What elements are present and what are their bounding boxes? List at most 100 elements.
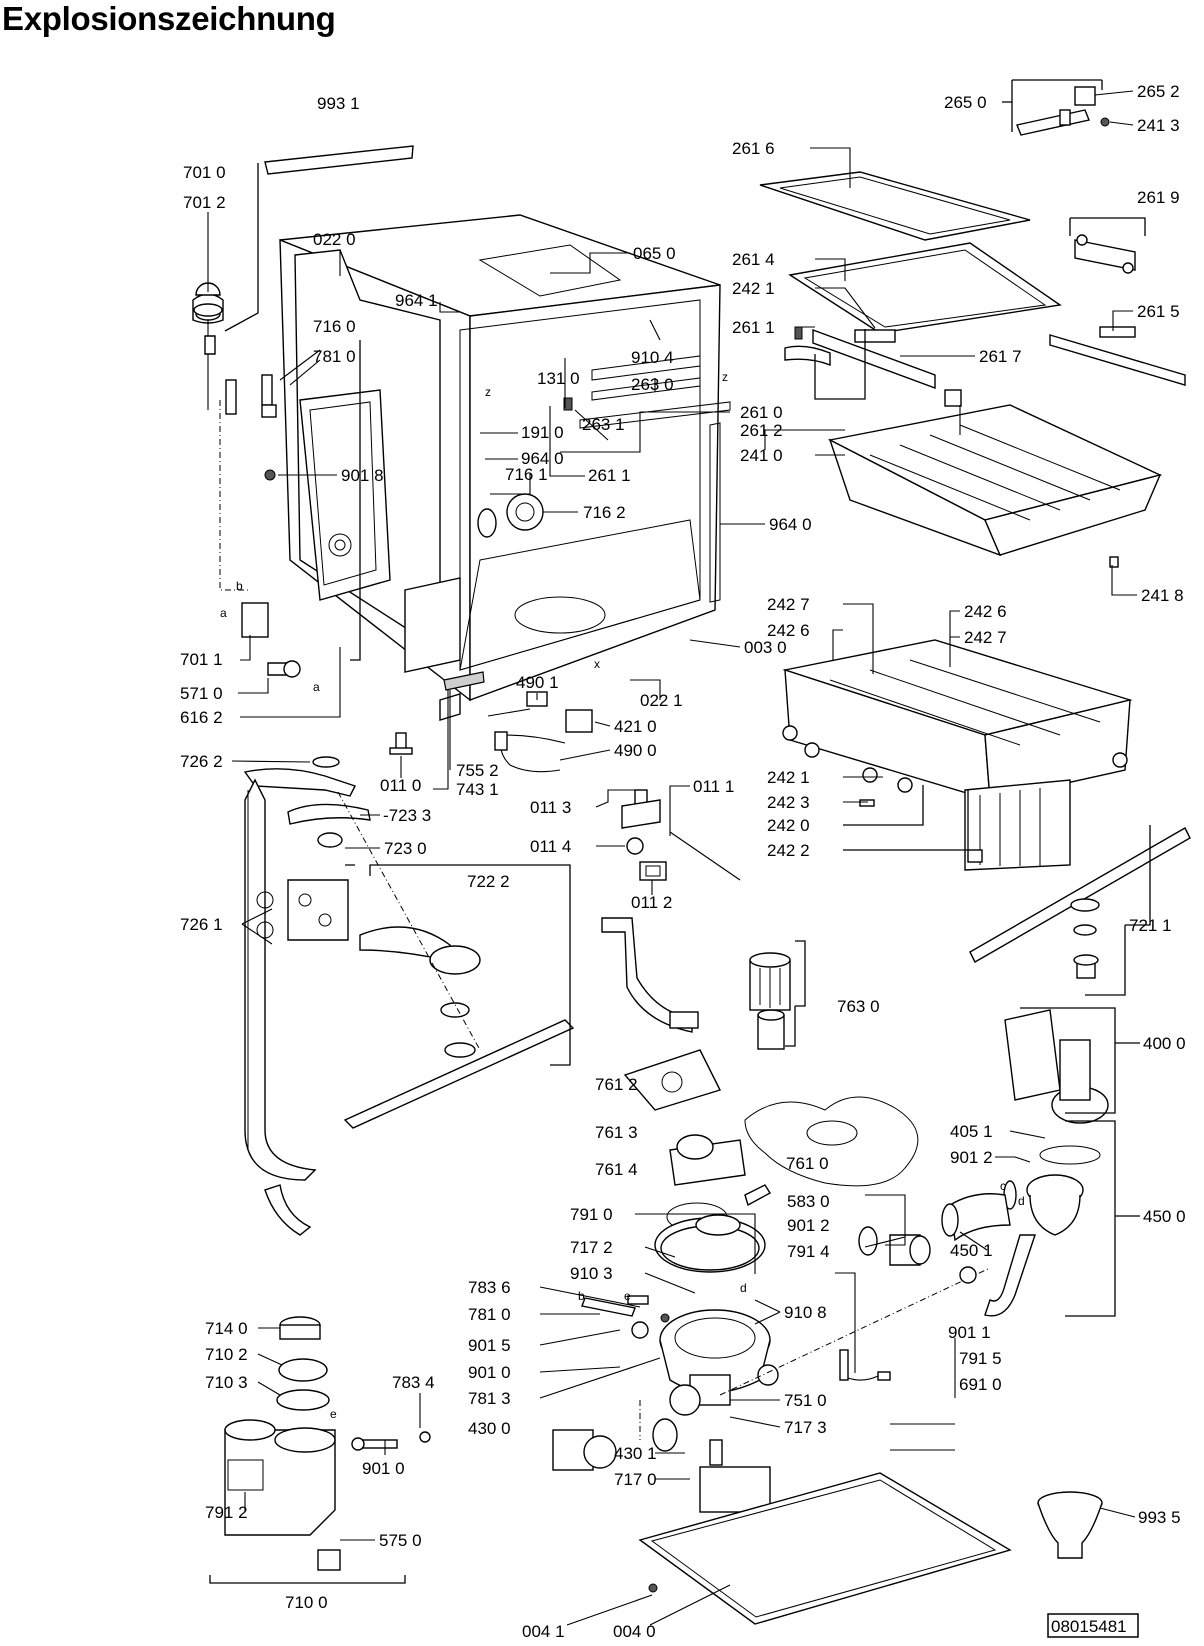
label-405-1: 405 1 — [950, 1122, 993, 1141]
label-261-0: 261 0 — [740, 403, 783, 422]
marker-e-2: e — [330, 1407, 337, 1421]
label-993-1: 993 1 — [317, 94, 360, 113]
marker-b-1: b — [236, 579, 243, 593]
marker-e-1: e — [624, 1289, 631, 1303]
page-title: Explosionszeichnung — [2, 0, 336, 37]
label-791-2: 791 2 — [205, 1503, 248, 1522]
label-723-0: 723 0 — [384, 839, 427, 858]
label-616-2: 616 2 — [180, 708, 223, 727]
label-490-0: 490 0 — [614, 741, 657, 760]
label-722-2: 722 2 — [467, 872, 510, 891]
label-755-2: 755 2 — [456, 761, 499, 780]
label-791-5: 791 5 — [959, 1349, 1002, 1368]
label-263-0: 263 0 — [631, 375, 674, 394]
label-716-1: 716 1 — [505, 465, 548, 484]
label-022-0: 022 0 — [313, 230, 356, 249]
tub-frame-drawing: z z b a a x — [192, 145, 731, 755]
label-726-1: 726 1 — [180, 915, 223, 934]
label-011-4: 011 4 — [530, 837, 571, 856]
label-430-0: 430 0 — [468, 1419, 511, 1438]
label-901-2-lower: 901 2 — [787, 1216, 830, 1235]
label-781-0-lower: 781 0 — [468, 1305, 511, 1324]
marker-a-2: a — [313, 680, 320, 694]
label-761-4: 761 4 — [595, 1160, 638, 1179]
label-191-0: 191 0 — [521, 423, 564, 442]
label-901-5: 901 5 — [468, 1336, 511, 1355]
label-717-0: 717 0 — [614, 1470, 657, 1489]
marker-x-1: x — [594, 657, 600, 671]
label-450-1: 450 1 — [950, 1241, 993, 1260]
label-263-1: 263 1 — [582, 415, 625, 434]
sump-assembly: b e d — [552, 1214, 991, 1513]
label-783-4: 783 4 — [392, 1373, 435, 1392]
module-490 — [494, 691, 593, 773]
label-761-3: 761 3 — [595, 1123, 638, 1142]
label-726-2: 726 2 — [180, 752, 223, 771]
label-004-0: 004 0 — [613, 1622, 656, 1641]
bracket-011 — [621, 789, 741, 881]
label-910-4: 910 4 — [631, 348, 674, 367]
label-065-0: 065 0 — [633, 244, 676, 263]
label-242-0: 242 0 — [767, 816, 810, 835]
label-131-0: 131 0 — [537, 369, 580, 388]
label-261-4: 261 4 — [732, 250, 775, 269]
label-242-6: 242 6 — [767, 621, 810, 640]
label-490-1: 490 1 — [516, 673, 559, 692]
label-964-0-right: 964 0 — [769, 515, 812, 534]
label-261-9: 261 9 — [1137, 188, 1180, 207]
label-242-3: 242 3 — [767, 793, 810, 812]
label-421-0: 421 0 — [614, 717, 657, 736]
label-761-2: 761 2 — [595, 1075, 638, 1094]
label-242-7-right: 242 7 — [964, 628, 1007, 647]
drawing-number-box: 08015481 — [1047, 1613, 1139, 1638]
label-583-0: 583 0 — [787, 1192, 830, 1211]
label-751-0: 751 0 — [784, 1391, 827, 1410]
label-400-0: 400 0 — [1143, 1034, 1186, 1053]
label-241-0: 241 0 — [740, 446, 783, 465]
label-763-0: 763 0 — [837, 997, 880, 1016]
label-781-3: 781 3 — [468, 1389, 511, 1408]
leader-lines — [207, 79, 1151, 1626]
label-011-1: 011 1 — [693, 777, 734, 796]
label-964-0: 964 0 — [521, 449, 564, 468]
marker-d-2: d — [1018, 1194, 1025, 1208]
water-softener-assembly: e — [224, 1316, 431, 1571]
label-004-1: 004 1 — [522, 1622, 565, 1641]
label-781-0: 781 0 — [313, 347, 356, 366]
label-261-2: 261 2 — [740, 421, 783, 440]
label-261-1: 261 1 — [588, 466, 631, 485]
spray-assembly-left — [243, 756, 575, 1236]
label-701-1: 701 1 — [180, 650, 223, 669]
drawing-number: 08015481 — [1051, 1617, 1127, 1636]
label-964-1: 964 1 — [395, 291, 438, 310]
label-743-1: 743 1 — [456, 780, 499, 799]
label-716-0: 716 0 — [313, 317, 356, 336]
label-450-0: 450 0 — [1143, 1207, 1186, 1226]
label-716-2: 716 2 — [583, 503, 626, 522]
label-761-0: 761 0 — [786, 1154, 829, 1173]
label-783-6: 783 6 — [468, 1278, 511, 1297]
label-575-0: 575 0 — [379, 1531, 422, 1550]
label-003-0: 003 0 — [744, 638, 787, 657]
label-993-5: 993 5 — [1138, 1508, 1181, 1527]
label-791-4: 791 4 — [787, 1242, 830, 1261]
label-242-1-lower: 242 1 — [767, 768, 810, 787]
marker-a-1: a — [220, 606, 227, 620]
marker-d-1: d — [740, 1281, 747, 1295]
label-242-6-right: 242 6 — [964, 602, 1007, 621]
label-430-1: 430 1 — [614, 1444, 657, 1463]
base-tray-004 — [638, 1472, 1012, 1625]
label-791-0: 791 0 — [570, 1205, 613, 1224]
pump-assembly: d c — [839, 1009, 1109, 1381]
label-723-3: -723 3 — [383, 806, 431, 825]
label-901-0: 901 0 — [468, 1363, 511, 1382]
label-710-3: 710 3 — [205, 1373, 248, 1392]
label-901-8: 901 8 — [341, 466, 384, 485]
label-261-1-right: 261 1 — [732, 318, 775, 337]
label-241-8: 241 8 — [1141, 586, 1184, 605]
label-701-2: 701 2 — [183, 193, 226, 212]
label-717-2: 717 2 — [570, 1238, 613, 1257]
label-011-3: 011 3 — [530, 798, 571, 817]
duct-assembly — [601, 917, 919, 1232]
